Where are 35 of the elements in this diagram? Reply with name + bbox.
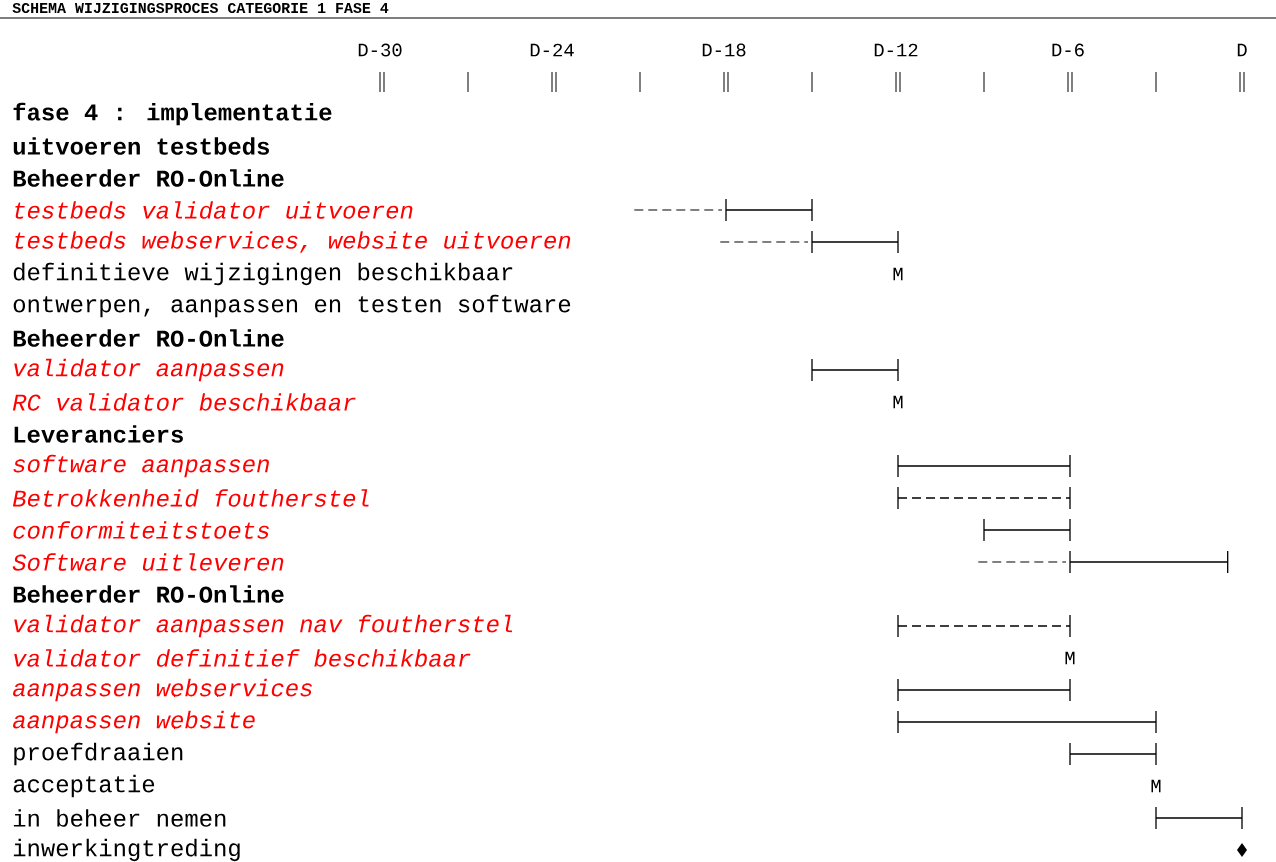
task-name: software aanpassen [13, 454, 269, 478]
axis-label: D-18 [702, 43, 746, 57]
task-name: conformiteitstoets [13, 521, 269, 539]
task-name: validator aanpassen [14, 358, 284, 382]
axis-label: D-30 [358, 43, 402, 57]
task-name: Beheerder RO-Online [13, 585, 284, 603]
milestone-marker: M [893, 267, 903, 281]
task-name: proefdraaien [14, 742, 183, 766]
title: SCHEMA WIJZIGINGSPROCES CATEGORIE 1 FASE 4 [12, 2, 389, 14]
task-name: Beheerder RO-Online [13, 169, 284, 187]
task-name: definitieve wijzigingen beschikbaar [13, 262, 513, 286]
milestone-marker: M [893, 395, 903, 409]
task-name: inwerkingtreding [13, 838, 240, 862]
task-name: aanpassen website [13, 710, 255, 734]
task-name: acceptatie [13, 774, 155, 798]
task-name: ontwerpen, aanpassen en testen software [13, 294, 571, 318]
task-name: fase 4 : implementatie [13, 102, 332, 126]
axis-label: D-24 [530, 43, 574, 57]
task-name: Betrokkenheid foutherstel [12, 489, 369, 507]
axis-label: D-6 [1052, 43, 1084, 57]
axis-label: D-12 [874, 43, 918, 57]
task-name: aanpassen webservices [13, 678, 312, 702]
task-name: testbeds webservices, website uitvoeren [15, 231, 571, 253]
axis-label: D [1237, 43, 1247, 57]
task-name: testbeds validator uitvoeren [15, 201, 413, 219]
task-name: RC validator beschikbaar [12, 393, 356, 411]
task-name: Beheerder RO-Online [13, 329, 284, 347]
milestone-marker: M [1065, 651, 1075, 665]
task-name: validator aanpassen nav foutherstel [14, 614, 513, 638]
task-name: validator definitief beschikbaar [14, 649, 471, 667]
task-name: in beheer nemen [13, 809, 226, 827]
task-name: Leveranciers [14, 425, 183, 443]
task-name: Software uitleveren [12, 553, 284, 571]
task-name: uitvoeren testbeds [13, 137, 269, 155]
milestone-marker: M [1151, 779, 1161, 793]
